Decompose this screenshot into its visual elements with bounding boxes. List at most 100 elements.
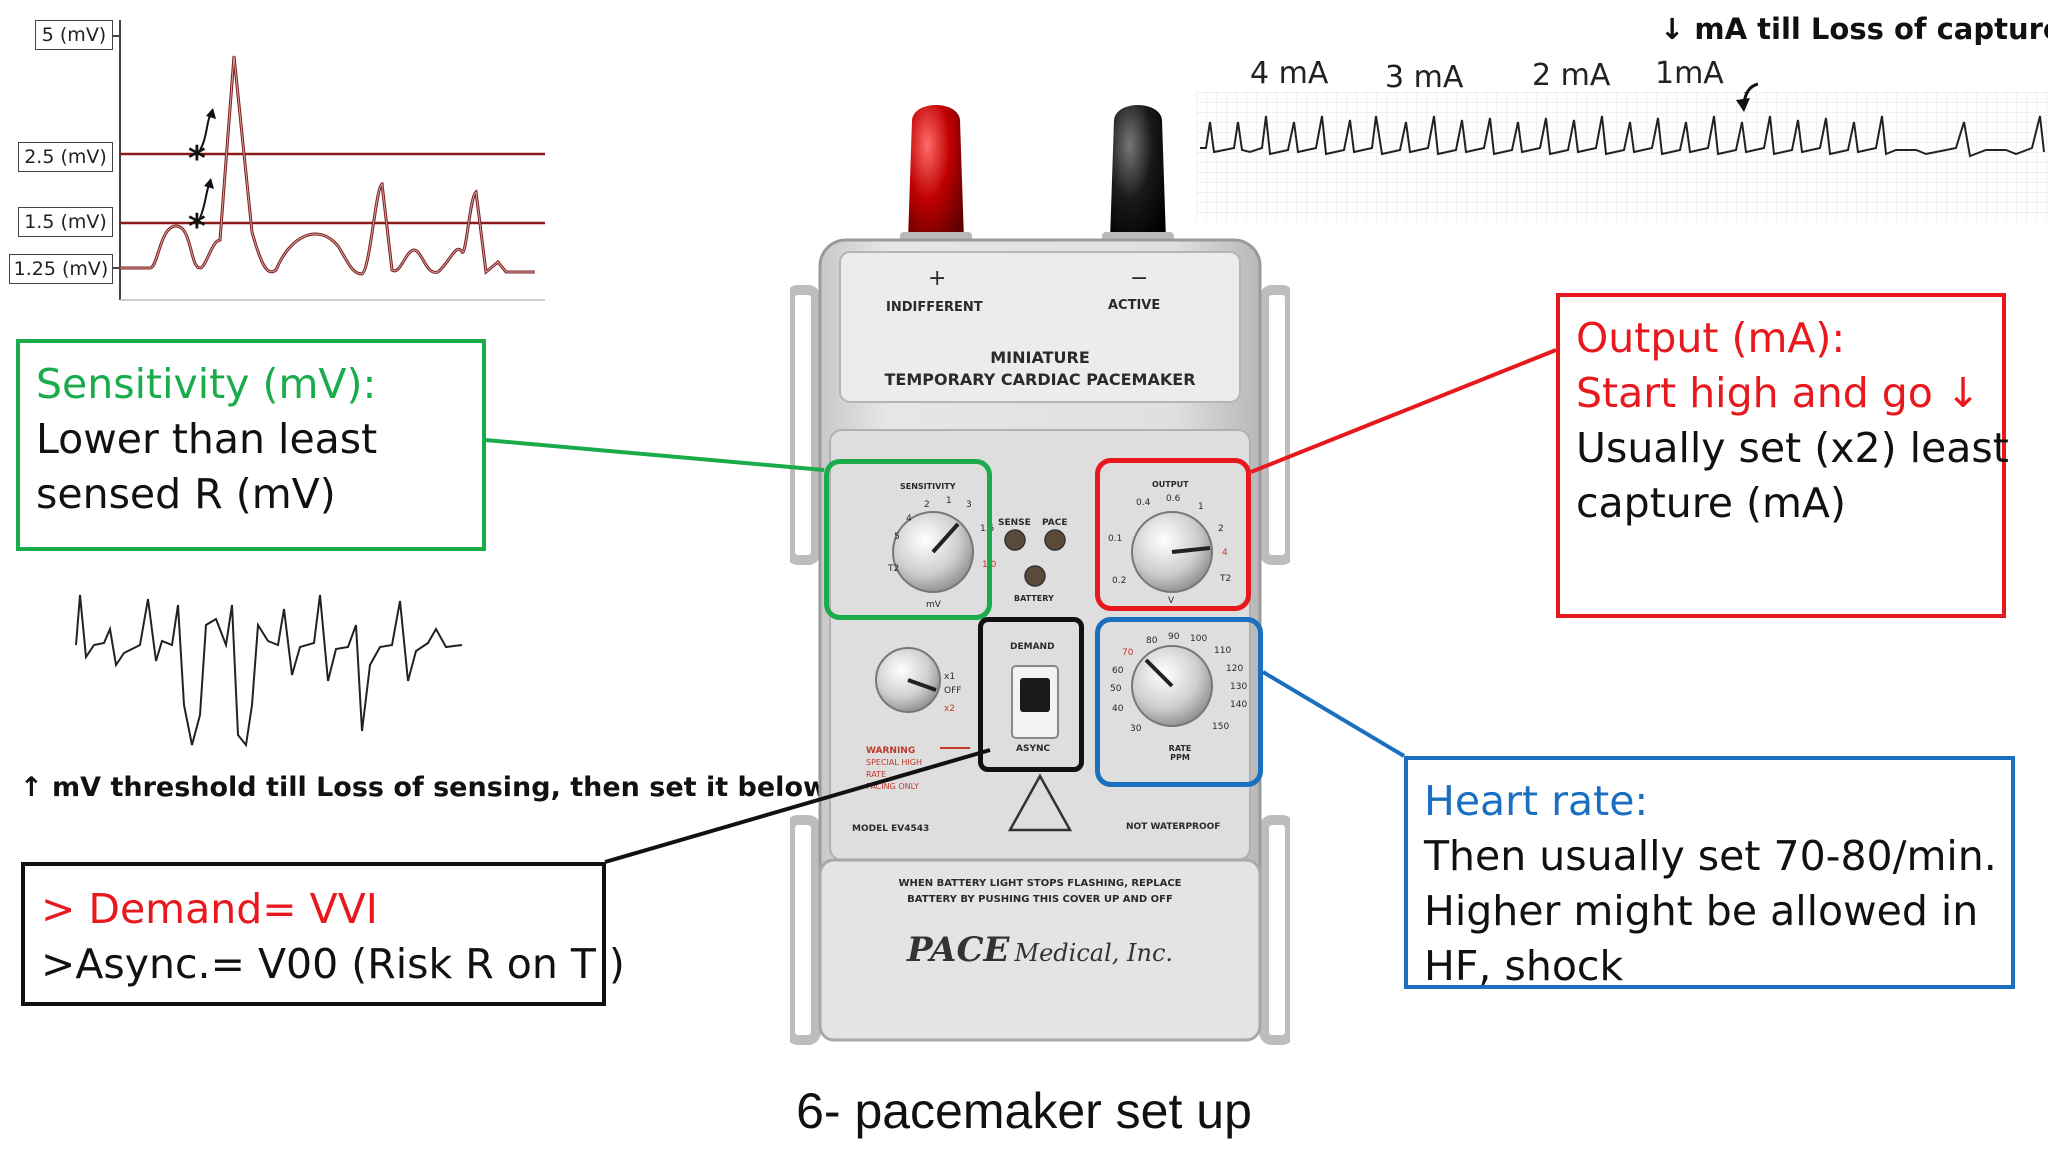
output-highlight-box bbox=[1095, 458, 1251, 611]
demand-label: DEMAND bbox=[1010, 642, 1055, 652]
heart-rate-callout-line3: HF, shock bbox=[1424, 942, 1624, 990]
not-waterproof-label: NOT WATERPROOF bbox=[1126, 822, 1221, 832]
negative-connector[interactable] bbox=[1110, 105, 1166, 240]
out-tick-4: 4 bbox=[1222, 548, 1228, 558]
output-callout: Output (mA): Start high and go ↓ Usually… bbox=[1556, 293, 2009, 618]
rate-tick-140: 140 bbox=[1230, 700, 1248, 710]
brand-suffix: Medical, Inc. bbox=[1014, 939, 1174, 967]
device-title-line2: TEMPORARY CARDIAC PACEMAKER bbox=[884, 370, 1196, 389]
out-tick-0-4: 0.4 bbox=[1136, 498, 1151, 508]
level-label-1-5: 1.5 (mV) bbox=[18, 207, 113, 237]
x1-label: x1 bbox=[944, 672, 956, 682]
heart-rate-callout-line1: Then usually set 70-80/min. bbox=[1424, 832, 1997, 880]
sens-tick-1: 1 bbox=[946, 496, 952, 506]
slide-caption: 6- pacemaker set up bbox=[796, 1083, 1252, 1139]
capture-strip-title: ↓ mA till Loss of capture bbox=[1660, 12, 2048, 46]
rate-tick-80: 80 bbox=[1146, 636, 1158, 646]
rate-tick-130: 130 bbox=[1230, 682, 1248, 692]
level-label-2-5: 2.5 (mV) bbox=[18, 142, 113, 172]
ecg-sensing-trace-highlight bbox=[120, 55, 535, 275]
rate-tick-30: 30 bbox=[1130, 724, 1142, 734]
sensitivity-highlight-box bbox=[824, 459, 992, 620]
warning-line-1: WARNING bbox=[866, 746, 916, 756]
sensitivity-knob-pointer bbox=[931, 522, 960, 554]
star-upper: * bbox=[188, 139, 206, 179]
mode-switch-toggle[interactable] bbox=[1020, 678, 1050, 712]
output-dial-label: OUTPUT bbox=[1152, 480, 1189, 489]
heart-rate-callout-title: Heart rate: bbox=[1424, 777, 1649, 825]
sensing-ecg-strip bbox=[75, 594, 463, 748]
output-connector-line bbox=[1250, 348, 1557, 474]
rate-dial-label: RATE PPM bbox=[1168, 744, 1192, 762]
device-title-line1: MINIATURE bbox=[990, 348, 1090, 367]
rate-knob-pointer bbox=[1144, 658, 1174, 688]
v-unit-label: V bbox=[1168, 596, 1175, 606]
model-label: MODEL EV4543 bbox=[852, 824, 930, 834]
out-tick-0-2: 0.2 bbox=[1112, 576, 1127, 586]
arrow-lower-head bbox=[204, 178, 214, 189]
out-tick-0-1: 0.1 bbox=[1108, 534, 1123, 544]
ma-label-4: 4 mA bbox=[1250, 56, 1329, 91]
pace-light bbox=[1044, 529, 1066, 551]
sens-tick-5: 5 bbox=[894, 532, 900, 542]
mode-callout-line2: >Async.= V00 (Risk R on T ) bbox=[41, 940, 625, 988]
loss-of-capture-arrow-icon bbox=[1736, 82, 1759, 112]
sens-tick-4: 4 bbox=[906, 514, 912, 524]
warning-line-4: PACING ONLY bbox=[866, 782, 919, 791]
ma-label-3: 3 mA bbox=[1385, 60, 1464, 95]
level-label-1-25: 1.25 (mV) bbox=[9, 254, 113, 284]
mode-callout-line1: > Demand= VVI bbox=[41, 885, 378, 933]
brand-logo: PACE Medical, Inc. bbox=[790, 930, 1290, 970]
positive-connector[interactable] bbox=[908, 105, 964, 240]
battery-light bbox=[1024, 565, 1046, 587]
output-callout-line2: capture (mA) bbox=[1576, 479, 1846, 527]
sense-light bbox=[1004, 529, 1026, 551]
device-labels: + − INDIFFERENT ACTIVE MINIATURE TEMPORA… bbox=[790, 100, 1290, 1060]
sensing-ecg-trace bbox=[75, 594, 463, 748]
handle-left-bottom bbox=[790, 815, 821, 1045]
rate-tick-60: 60 bbox=[1112, 666, 1124, 676]
rate-tick-100: 100 bbox=[1190, 634, 1208, 644]
sensitivity-dial-label: SENSITIVITY bbox=[900, 482, 956, 491]
ma-label-1: 1mA bbox=[1655, 56, 1724, 91]
sensitivity-callout-title: Sensitivity (mV): bbox=[36, 360, 377, 408]
ma-label-2: 2 mA bbox=[1532, 58, 1611, 93]
output-callout-line1: Usually set (x2) least bbox=[1576, 424, 2009, 472]
handle-left-top bbox=[790, 285, 821, 565]
x2-label: x2 bbox=[944, 704, 956, 714]
heart-rate-callout-line2: Higher might be allowed in bbox=[1424, 887, 1979, 935]
plus-symbol: + bbox=[928, 266, 947, 291]
indifferent-label: INDIFFERENT bbox=[886, 300, 983, 315]
sens-tick-3: 3 bbox=[966, 500, 972, 510]
rate-highlight-box bbox=[1095, 617, 1263, 787]
battery-note-line1: WHEN BATTERY LIGHT STOPS FLASHING, REPLA… bbox=[898, 878, 1182, 889]
mv-unit-label: mV bbox=[926, 600, 941, 610]
sense-label: SENSE bbox=[998, 518, 1031, 528]
arrow-upper-head bbox=[206, 108, 216, 119]
mode-highlight-box bbox=[978, 617, 1084, 772]
rate-connector-line bbox=[1261, 670, 1406, 758]
capture-strip bbox=[1196, 92, 2048, 222]
sens-tick-2: 2 bbox=[924, 500, 930, 510]
sensitivity-callout: Sensitivity (mV): Lower than least sense… bbox=[16, 339, 486, 551]
brand-name: PACE bbox=[906, 930, 1010, 970]
minus-symbol: − bbox=[1130, 266, 1149, 291]
rate-tick-40: 40 bbox=[1112, 704, 1124, 714]
out-tick-2: 2 bbox=[1218, 524, 1224, 534]
battery-label: BATTERY bbox=[1014, 594, 1054, 603]
out-tick-0-6: 0.6 bbox=[1166, 494, 1181, 504]
battery-cover bbox=[818, 858, 1262, 1042]
strip-grid bbox=[1196, 92, 2048, 222]
warning-line-3: RATE bbox=[866, 770, 887, 779]
top-panel bbox=[839, 251, 1241, 403]
off-label: OFF bbox=[944, 686, 962, 696]
handle-right-bottom bbox=[1259, 815, 1290, 1045]
star-lower: * bbox=[188, 207, 206, 247]
out-tick-t2: T2 bbox=[1220, 574, 1232, 584]
sensitivity-connector-line bbox=[484, 438, 825, 472]
output-knob-pointer bbox=[1171, 546, 1211, 554]
out-tick-1: 1 bbox=[1198, 502, 1204, 512]
mode-connector-line bbox=[604, 748, 991, 864]
warning-line-2: SPECIAL HIGH bbox=[866, 758, 922, 767]
